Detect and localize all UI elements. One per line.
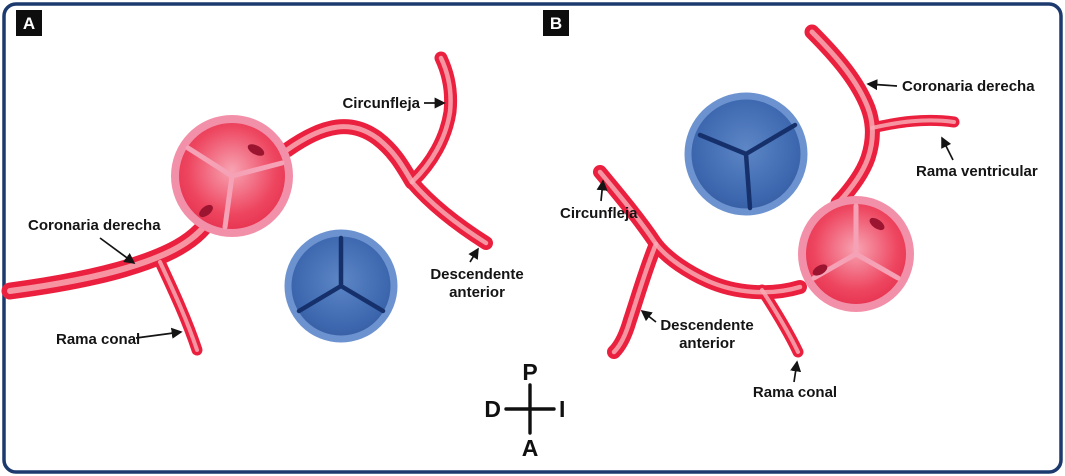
label-circunfleja: Circunfleja bbox=[560, 205, 638, 222]
label-descendente-anterior-1: Descendente bbox=[660, 317, 753, 334]
label-descendente-anterior-2: anterior bbox=[679, 335, 735, 352]
valve-nodule bbox=[247, 144, 265, 156]
orientation-compass: P A D I bbox=[484, 359, 565, 461]
panel-b-tag: B bbox=[543, 10, 569, 36]
panel-a-tag: A bbox=[16, 10, 42, 36]
arrow-descendente-anterior bbox=[468, 247, 479, 263]
valve-nodule bbox=[199, 204, 213, 218]
label-circunfleja: Circunfleja bbox=[342, 95, 420, 112]
vessel-highlight bbox=[7, 219, 211, 294]
label-coronaria-derecha: Coronaria derecha bbox=[28, 217, 161, 234]
label-rama-conal: Rama conal bbox=[753, 384, 837, 401]
vessel-highlight bbox=[597, 169, 659, 247]
panel-a-labels: Circunfleja Coronaria derecha Rama conal… bbox=[28, 95, 524, 348]
label-descendente-anterior-1: Descendente bbox=[430, 266, 523, 283]
label-coronaria-derecha: Coronaria derecha bbox=[902, 78, 1035, 95]
arrow-rama-ventricular bbox=[941, 136, 954, 161]
compass-anterior: A bbox=[522, 435, 539, 461]
panel-b-tag-box bbox=[543, 10, 569, 36]
vessel-highlight bbox=[409, 179, 489, 246]
compass-derecha: D bbox=[484, 396, 501, 422]
pulmonary-valve-commissures bbox=[296, 235, 386, 314]
valve-nodule bbox=[869, 217, 885, 231]
panel-a-tag-box bbox=[16, 10, 42, 36]
label-descendente-anterior-2: anterior bbox=[449, 284, 505, 301]
panel-b-labels: Coronaria derecha Rama ventricular Circu… bbox=[560, 78, 1038, 401]
vessel-highlight bbox=[284, 124, 415, 185]
panel-b: Coronaria derecha Rama ventricular Circu… bbox=[543, 10, 1038, 401]
arrow-rama-conal bbox=[135, 327, 183, 339]
panel-b-aortic-valve bbox=[798, 196, 914, 312]
panel-b-pulmonary-valve bbox=[684, 92, 808, 216]
aortic-valve-commissures bbox=[185, 145, 285, 230]
panel-a-tag-letter: A bbox=[23, 14, 35, 33]
arrow-coronaria-derecha bbox=[99, 237, 136, 264]
panel-a-pulmonary-valve bbox=[284, 229, 398, 343]
arrow-circunfleja bbox=[596, 179, 608, 202]
pulmonary-valve-commissures bbox=[697, 122, 798, 211]
panel-a: Circunfleja Coronaria derecha Rama conal… bbox=[1, 10, 524, 356]
panel-b-arteries bbox=[593, 24, 960, 359]
compass-izquierda: I bbox=[559, 396, 565, 422]
panel-a-aortic-valve bbox=[171, 115, 293, 237]
arrow-rama-conal bbox=[790, 360, 802, 383]
vessel-highlight bbox=[409, 55, 453, 185]
panel-a-arteries bbox=[1, 51, 493, 356]
label-rama-ventricular: Rama ventricular bbox=[916, 163, 1038, 180]
vessel-highlight bbox=[760, 288, 800, 354]
vessel-highlight bbox=[870, 118, 956, 130]
compass-posterior: P bbox=[522, 359, 537, 385]
valve-nodule bbox=[812, 264, 828, 276]
arrow-descendente-anterior bbox=[640, 309, 657, 323]
label-rama-conal: Rama conal bbox=[56, 331, 140, 348]
vessel-highlight bbox=[611, 241, 659, 355]
vessel-highlight bbox=[653, 241, 803, 295]
arrow-coronaria-derecha bbox=[866, 79, 898, 91]
panel-b-tag-letter: B bbox=[550, 14, 562, 33]
vessel-highlight bbox=[158, 260, 199, 352]
